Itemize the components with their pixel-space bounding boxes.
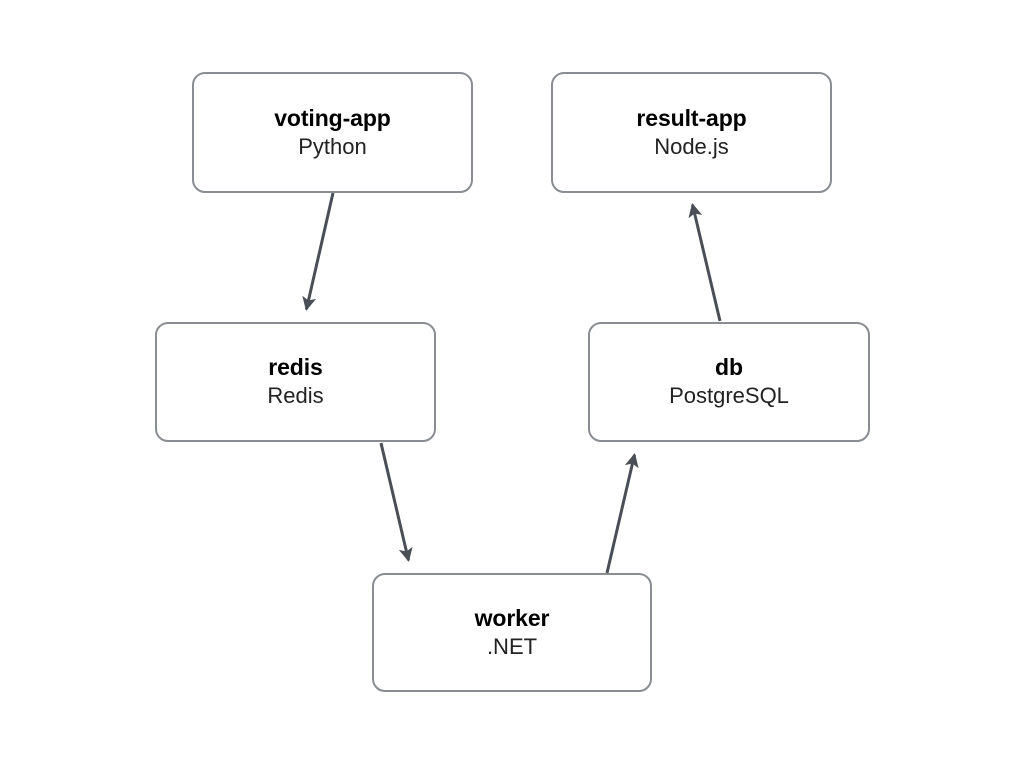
node-title: voting-app <box>274 104 391 131</box>
node-title: worker <box>474 604 550 631</box>
node-subtitle: Node.js <box>654 133 729 159</box>
node-redis[interactable]: redis Redis <box>155 322 436 442</box>
node-title: result-app <box>636 104 747 131</box>
node-title: db <box>715 354 743 381</box>
node-subtitle: .NET <box>486 633 538 659</box>
edge-voting-app-to-redis <box>302 192 335 312</box>
node-result-app[interactable]: result-app Node.js <box>551 72 832 193</box>
node-subtitle: Redis <box>267 383 324 409</box>
node-subtitle: Python <box>298 133 367 159</box>
edge-redis-to-worker <box>379 442 413 563</box>
node-voting-app[interactable]: voting-app Python <box>192 72 473 193</box>
node-worker[interactable]: worker .NET <box>372 573 652 692</box>
edge-db-to-result-app <box>688 202 722 322</box>
node-title: redis <box>268 354 323 381</box>
edge-worker-to-db <box>605 452 639 574</box>
node-db[interactable]: db PostgreSQL <box>588 322 870 442</box>
node-subtitle: PostgreSQL <box>669 383 789 409</box>
